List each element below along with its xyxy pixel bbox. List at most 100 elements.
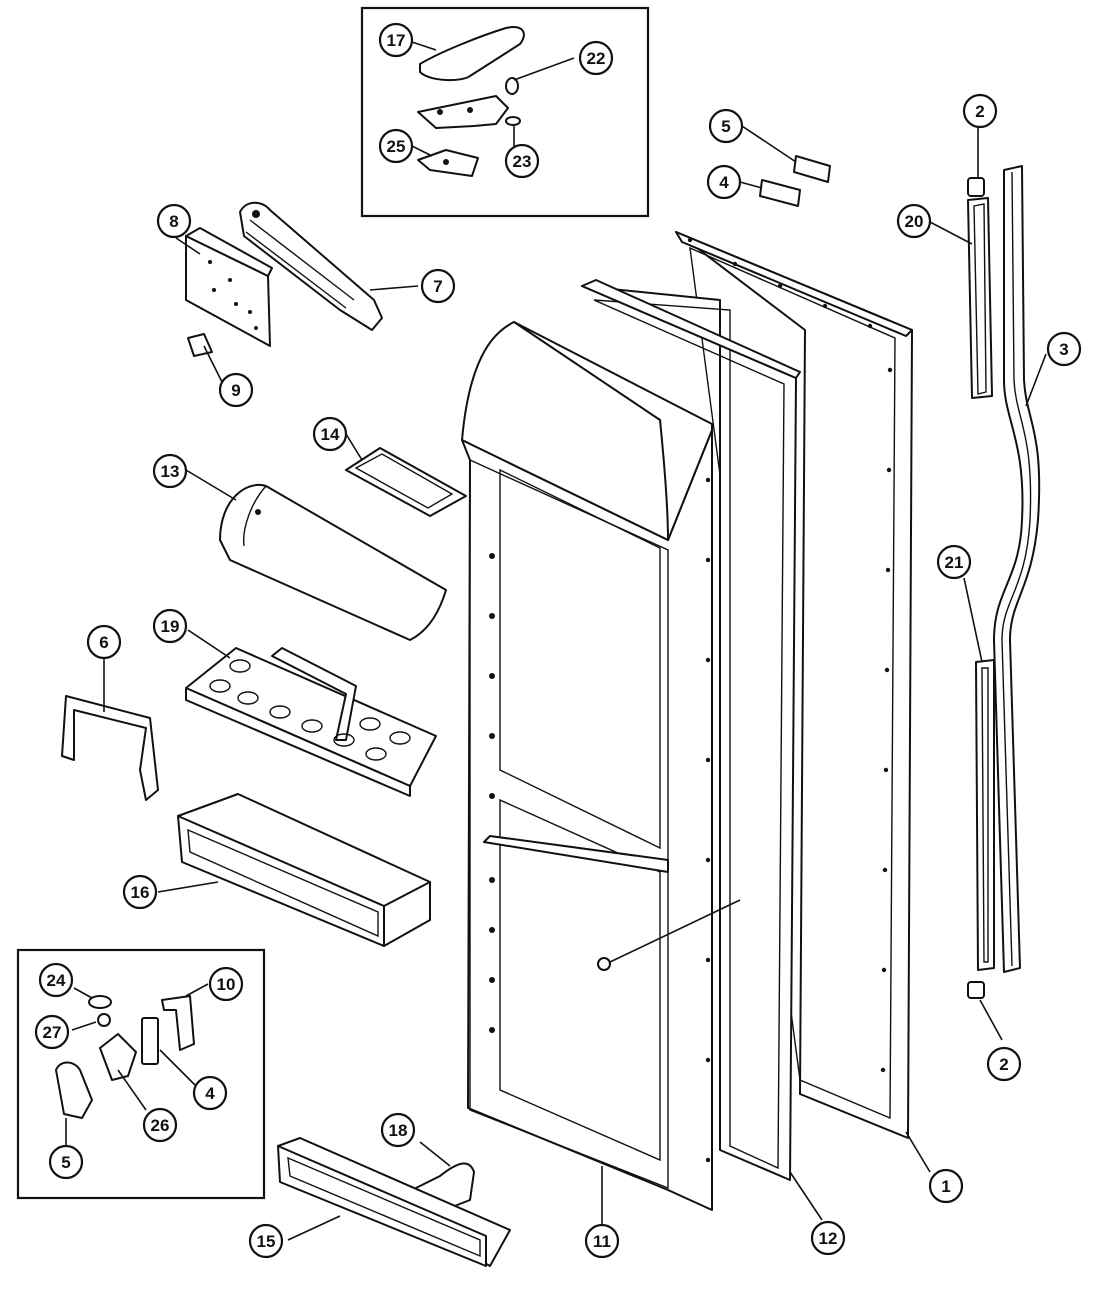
callout-circle <box>208 966 244 1002</box>
callout-label: 4 <box>719 173 729 192</box>
callout-label: 7 <box>433 277 442 296</box>
callout-circle <box>706 164 742 200</box>
callout-circle <box>928 1168 964 1204</box>
callout-label: 22 <box>587 49 606 68</box>
callout-label: 2 <box>975 102 984 121</box>
part-small-tray <box>345 447 467 517</box>
callout-circle <box>122 874 158 910</box>
callout-19: 19 <box>152 608 188 644</box>
part-clip <box>187 333 213 357</box>
callout-14: 14 <box>312 416 348 452</box>
callout-label: 25 <box>387 137 406 156</box>
part-upper-hinge <box>417 77 519 129</box>
callout-circle <box>962 93 998 129</box>
part-nameplate-4 <box>759 179 801 207</box>
part-bottom-door-bin <box>277 1137 511 1267</box>
callout-label: 17 <box>387 31 406 50</box>
callout-label: 14 <box>321 425 340 444</box>
callout-3: 3 <box>1046 331 1082 367</box>
callout-20: 20 <box>896 203 932 239</box>
callout-label: 2 <box>999 1055 1008 1074</box>
part-hinge-shim <box>417 149 479 177</box>
callout-6: 6 <box>86 624 122 660</box>
part-door-handle <box>993 165 1041 973</box>
part-washer <box>505 116 521 126</box>
callout-9: 9 <box>218 372 254 408</box>
callout-circle <box>578 40 614 76</box>
callout-12: 12 <box>810 1220 846 1256</box>
callout-24: 24 <box>38 962 74 998</box>
part-spacer <box>97 1013 111 1027</box>
callout-circle <box>810 1220 846 1256</box>
callout-circle <box>248 1223 284 1259</box>
callout-8: 8 <box>156 203 192 239</box>
part-lower-trim-strip <box>975 659 995 971</box>
callout-1: 1 <box>928 1168 964 1204</box>
hinge-detail-inset <box>360 6 650 218</box>
callout-circle <box>378 128 414 164</box>
part-door-bin <box>177 793 431 947</box>
callout-label: 6 <box>99 633 108 652</box>
callout-23: 23 <box>504 143 540 179</box>
callout-label: 3 <box>1059 340 1068 359</box>
part-door-outer-panel <box>675 231 913 1139</box>
callout-label: 24 <box>47 971 66 990</box>
callout-circle <box>192 1075 228 1111</box>
callout-label: 21 <box>945 553 964 572</box>
callout-label: 11 <box>593 1232 611 1251</box>
callout-label: 23 <box>513 152 532 171</box>
callout-label: 9 <box>231 381 240 400</box>
callout-circle <box>142 1107 178 1143</box>
callout-circle <box>152 453 188 489</box>
callout-label: 16 <box>131 883 150 902</box>
callout-label: 18 <box>389 1121 408 1140</box>
callout-circle <box>34 1014 70 1050</box>
callout-22: 22 <box>578 40 614 76</box>
callout-label: 26 <box>151 1116 170 1135</box>
callout-4: 4 <box>706 164 742 200</box>
callout-circle <box>584 1223 620 1259</box>
part-door-gasket <box>581 279 801 1181</box>
part-bushing <box>88 995 112 1009</box>
part-cam-hinge <box>99 1033 137 1081</box>
callout-circle <box>380 1112 416 1148</box>
callout-label: 1 <box>941 1177 950 1196</box>
part-lower-hinge <box>55 1061 93 1119</box>
callout-circle <box>420 268 456 304</box>
callout-4: 4 <box>192 1075 228 1111</box>
callout-26: 26 <box>142 1107 178 1143</box>
part-shelf-bracket <box>61 695 159 801</box>
callout-25: 25 <box>378 128 414 164</box>
callout-16: 16 <box>122 874 158 910</box>
callout-11: 11 <box>584 1223 620 1259</box>
callout-2: 2 <box>986 1046 1022 1082</box>
callout-circle <box>504 143 540 179</box>
part-nameplate-5 <box>793 155 831 183</box>
callout-label: 15 <box>257 1232 276 1251</box>
callout-circle <box>218 372 254 408</box>
callout-17: 17 <box>378 22 414 58</box>
callout-circle <box>38 962 74 998</box>
part-lower-shim <box>141 1017 159 1065</box>
callout-label: 19 <box>161 617 180 636</box>
callout-10: 10 <box>208 966 244 1002</box>
lower-hinge-detail-inset <box>16 948 266 1200</box>
callout-label: 8 <box>169 212 178 231</box>
callout-circle <box>312 416 348 452</box>
callout-circle <box>378 22 414 58</box>
part-lower-hinge-pin-bracket <box>161 995 195 1051</box>
part-end-cap-bottom <box>967 981 985 999</box>
callout-label: 13 <box>161 462 180 481</box>
callout-27: 27 <box>34 1014 70 1050</box>
callout-7: 7 <box>420 268 456 304</box>
part-hinge-arm <box>239 201 383 331</box>
part-hinge-bracket <box>185 227 273 347</box>
callout-21: 21 <box>936 544 972 580</box>
callout-circle <box>936 544 972 580</box>
part-hinge-cover <box>419 26 525 82</box>
callout-circle <box>152 608 188 644</box>
callout-label: 5 <box>61 1153 70 1172</box>
callout-label: 20 <box>905 212 924 231</box>
part-door-liner <box>461 321 713 1211</box>
